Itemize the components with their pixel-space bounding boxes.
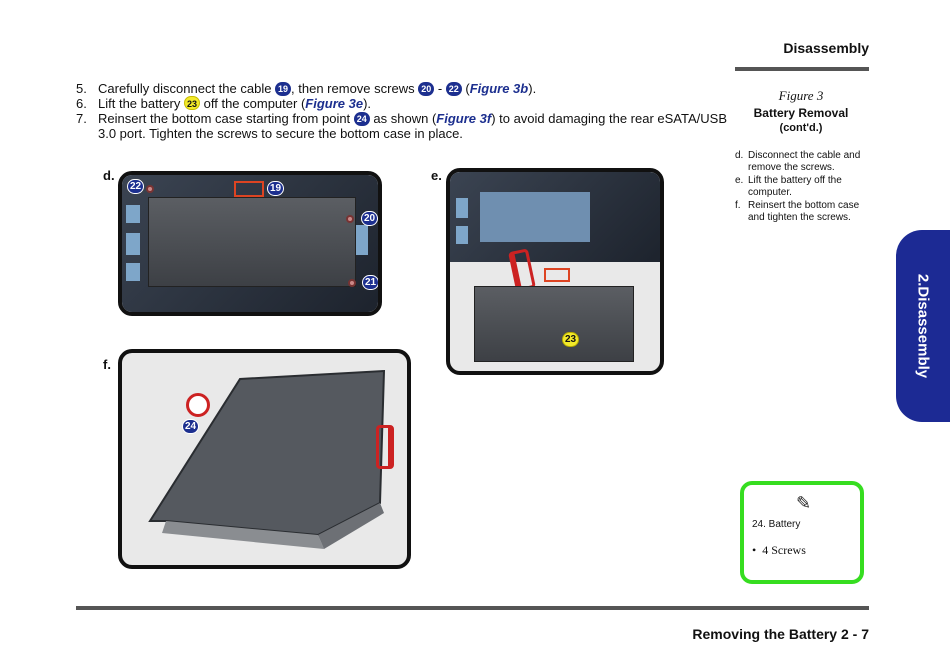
figure-number: Figure 3 (778, 88, 824, 103)
step-6: 6. Lift the battery 23 off the computer … (76, 96, 372, 111)
callout-21: 21 (362, 275, 378, 290)
figure-notes: d.Disconnect the cable and remove the sc… (735, 150, 862, 225)
screw-icon (348, 279, 356, 287)
figure-note: e.Lift the battery off the computer. (735, 175, 842, 198)
figure-d-photo: 22 19 20 21 (118, 171, 382, 316)
note-item: 24. Battery (752, 519, 801, 530)
note-detail: 4 Screws (762, 543, 806, 557)
figure-e-label: e. (431, 168, 442, 183)
bottom-case-illustration (148, 369, 386, 549)
note-box: ✎ 24. Battery • 4 Screws (740, 481, 864, 584)
page-header-title: Disassembly (783, 40, 869, 56)
figure-subtitle: (cont'd.) (779, 122, 823, 134)
figure-e-photo: 23 (446, 168, 664, 375)
callout-badge: 23 (184, 96, 201, 110)
callout-23: 23 (562, 332, 580, 347)
figure-reference-link[interactable]: Figure 3f (436, 111, 492, 126)
figure-f-label: f. (103, 357, 111, 372)
chapter-tab-label: 2.Disassembly (914, 273, 932, 379)
chapter-tab[interactable] (896, 230, 950, 422)
header-rule (735, 67, 869, 71)
figure-caption: Figure 3 Battery Removal (cont'd.) (735, 88, 867, 134)
instruction-steps: 5. Carefully disconnect the cable 19, th… (76, 81, 736, 141)
callout-24: 24 (182, 419, 200, 434)
alignment-point-icon (186, 393, 210, 417)
battery-pack (148, 197, 356, 287)
callout-badge: 24 (353, 112, 370, 126)
figure-f-photo: 24 (118, 349, 411, 569)
battery-connector-highlight (544, 268, 570, 282)
figure-note: f.Reinsert the bottom case and tighten t… (735, 200, 860, 223)
screw-icon (346, 215, 354, 223)
pencil-icon: ✎ (796, 493, 812, 513)
step-5: 5. Carefully disconnect the cable 19, th… (76, 81, 537, 96)
reinsert-arrow-icon (376, 425, 394, 469)
cable-connector-highlight (234, 181, 264, 197)
page-footer: Removing the Battery 2 - 7 (692, 626, 869, 642)
callout-22: 22 (127, 179, 145, 194)
callout-badge: 22 (445, 82, 462, 96)
callout-badge: 19 (275, 82, 292, 96)
callout-badge: 20 (418, 82, 435, 96)
screw-icon (146, 185, 154, 193)
callout-19: 19 (267, 181, 285, 196)
figure-note: d.Disconnect the cable and remove the sc… (735, 150, 861, 173)
figure-reference-link[interactable]: Figure 3b (469, 81, 529, 96)
battery-pack (474, 286, 634, 362)
figure-d-label: d. (103, 168, 115, 183)
step-7: 7. Reinsert the bottom case starting fro… (76, 111, 727, 141)
callout-20: 20 (361, 211, 378, 226)
figure-title: Battery Removal (753, 106, 849, 120)
footer-rule (76, 606, 869, 610)
figure-reference-link[interactable]: Figure 3e (305, 96, 364, 111)
